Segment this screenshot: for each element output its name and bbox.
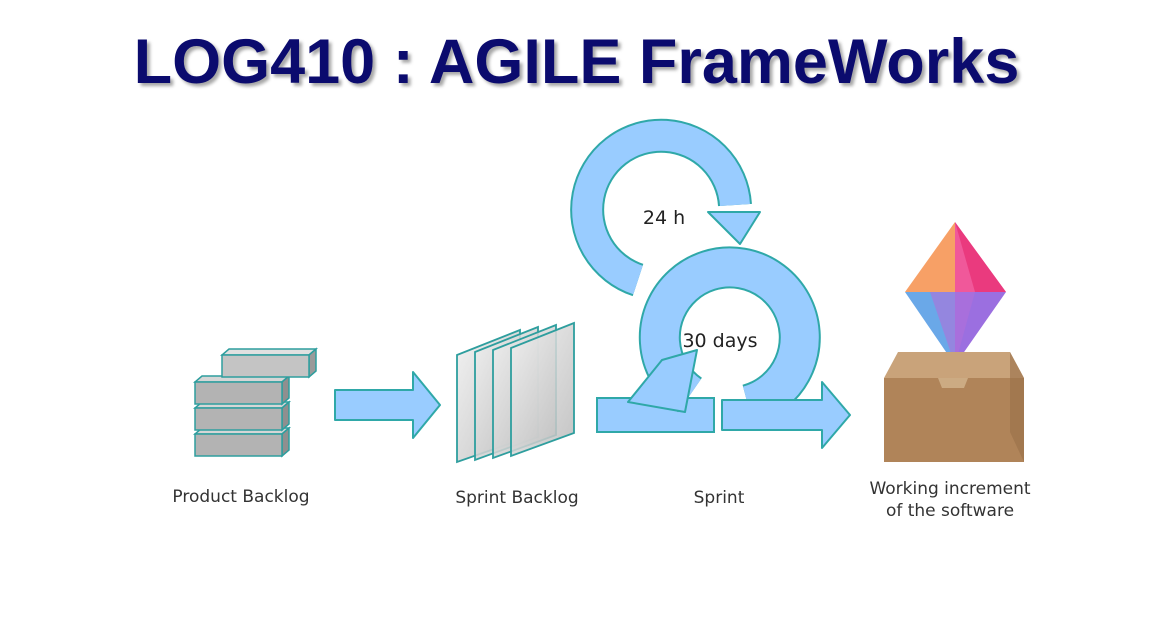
sprint-label: Sprint xyxy=(694,488,745,508)
working-increment-gem-icon xyxy=(905,222,1006,365)
product-backlog-stack-icon xyxy=(192,347,319,458)
flow-arrow-1 xyxy=(334,371,441,439)
daily-cycle-label: 24 h xyxy=(643,207,685,229)
working-increment-label-line2: of the software xyxy=(886,501,1014,521)
working-increment-box-icon xyxy=(884,352,1024,462)
working-increment-label-line1: Working increment xyxy=(869,479,1030,499)
daily-cycle-loop-arrow xyxy=(570,118,761,297)
slide-title: LOG410 : AGILE FrameWorks xyxy=(133,27,1020,97)
sprint-cycle-loop-arrow xyxy=(596,246,851,449)
sprint-backlog-label: Sprint Backlog xyxy=(455,488,578,508)
sprint-backlog-sheets-icon xyxy=(456,321,575,464)
product-backlog-label: Product Backlog xyxy=(172,487,309,507)
sprint-cycle-label: 30 days xyxy=(682,330,757,352)
